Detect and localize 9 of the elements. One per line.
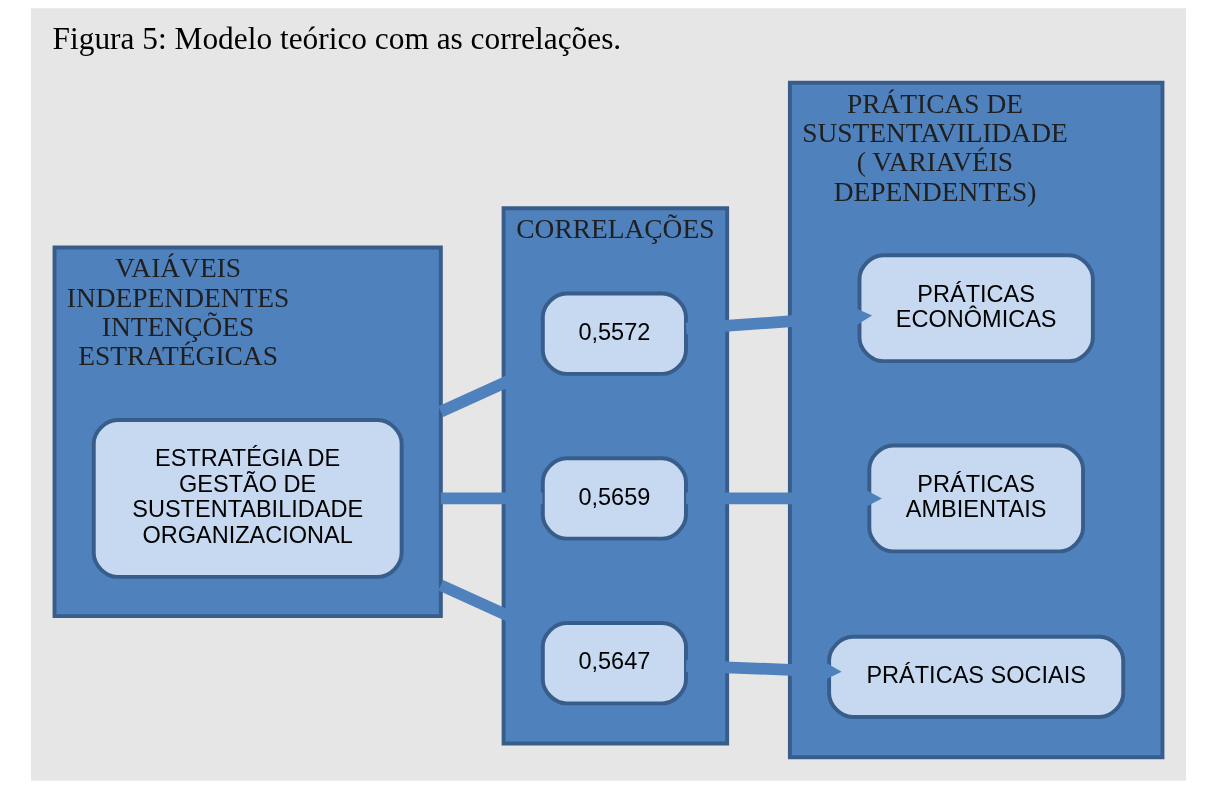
node-box: PRÁTICAS SOCIAIS [826,634,1125,720]
caption: Figura 5: Modelo teórico com as correlações. [52,20,621,56]
node-box: 0,5659 [540,456,688,541]
connector [440,492,542,505]
node-box: PRÁTICAS ECONÔMICAS [857,253,1095,364]
node-box: 0,5572 [540,291,688,376]
node-box: ESTRATÉGIA DE GESTÃO DE SUSTENTABILIDADE ORGANIZACIONAL [91,418,404,579]
node-box: PRÁTICAS AMBIENTAIS [866,443,1085,554]
node-box: 0,5647 [540,621,688,706]
